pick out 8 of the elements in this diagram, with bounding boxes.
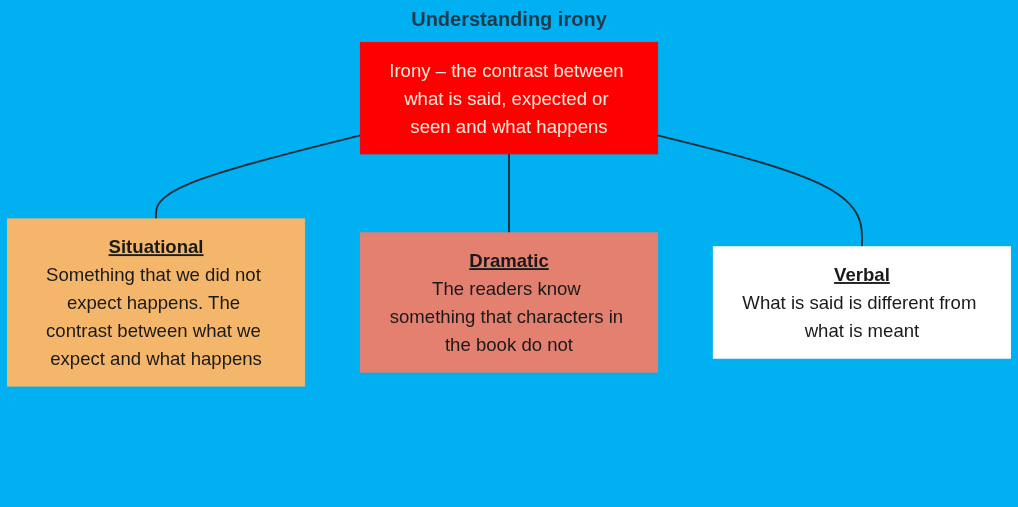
node-box: Irony – the contrast between what is said, expected or seen and what happens	[359, 41, 659, 155]
connector	[508, 152, 510, 234]
connector	[155, 134, 362, 220]
node-box: Situational Something that we did not expect happens. The contrast between what we expect and what happens	[7, 218, 306, 387]
node-box: Verbal What is said is different from what is meant	[712, 246, 1011, 359]
connector	[656, 134, 863, 248]
title: Understanding irony	[410, 8, 608, 31]
node-box: Dramatic The readers know something that characters in the book do not	[359, 232, 659, 373]
